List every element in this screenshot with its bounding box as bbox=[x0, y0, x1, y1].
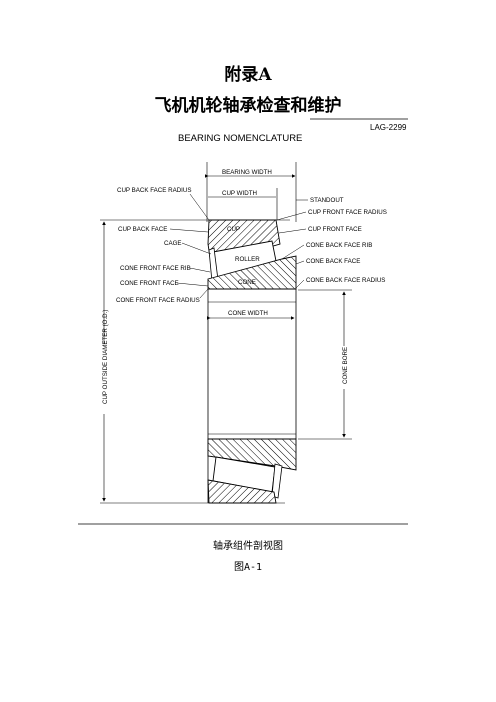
appendix-title: 附录A bbox=[224, 65, 272, 85]
lower-bearing-section bbox=[207, 438, 297, 504]
leader-cage bbox=[181, 242, 212, 255]
leader-cup-back-face-radius bbox=[189, 193, 210, 221]
leader-cup-front-face bbox=[278, 228, 307, 234]
document-title: 飞机机轮轴承检查和维护 bbox=[154, 96, 342, 116]
label-cup-outside-diameter: CUP OUTSIDE DIAMETER (O.D.) bbox=[102, 310, 109, 404]
leader-cup-back-face bbox=[169, 228, 209, 233]
leader-cone-back-face bbox=[295, 260, 305, 265]
label-cone-back-face: CONE BACK FACE bbox=[306, 258, 360, 265]
figure-heading: BEARING NOMENCLATURE bbox=[178, 133, 302, 144]
label-cup-front-face: CUP FRONT FACE bbox=[308, 226, 362, 233]
label-bearing-width: BEARING WIDTH bbox=[222, 169, 272, 176]
label-cone-front-face-rib: CONE FRONT FACE RIB bbox=[120, 265, 191, 272]
label-cup-back-face: CUP BACK FACE bbox=[118, 226, 167, 233]
label-cone-front-face-radius: CONE FRONT FACE RADIUS bbox=[116, 297, 200, 304]
upper-bearing-section: CUP ROLLER CONE bbox=[207, 219, 297, 290]
label-cone: CONE bbox=[238, 279, 256, 286]
cone-lower bbox=[207, 438, 297, 471]
label-cage: CAGE bbox=[164, 240, 182, 247]
label-cone-back-face-radius: CONE BACK FACE RADIUS bbox=[306, 277, 385, 284]
cage-lower bbox=[271, 463, 283, 499]
leader-cone-front-face-rib bbox=[189, 267, 211, 273]
label-roller: ROLLER bbox=[235, 256, 260, 263]
bearing-nomenclature-diagram: LAG-2299 BEARING NOMENCLATURE BEARING WI… bbox=[78, 118, 408, 525]
label-cup: CUP bbox=[227, 226, 240, 233]
leader-cone-front-face-radius bbox=[199, 288, 209, 299]
cup-lower bbox=[207, 479, 277, 504]
label-cone-bore: CONE BORE bbox=[342, 347, 349, 384]
label-cone-back-face-rib: CONE BACK FACE RIB bbox=[306, 242, 372, 249]
leader-cone-back-face-rib bbox=[281, 244, 305, 260]
label-cup-back-face-radius: CUP BACK FACE RADIUS bbox=[117, 187, 192, 194]
label-cone-front-face: CONE FRONT FACE bbox=[120, 280, 179, 287]
label-standout: STANDOUT bbox=[310, 197, 344, 204]
leader-cup-front-face-radius bbox=[276, 211, 307, 221]
figure-number: 图A-1 bbox=[233, 562, 263, 573]
leader-cone-front-face bbox=[176, 282, 209, 287]
figure-code: LAG-2299 bbox=[370, 123, 407, 132]
label-cup-width: CUP WIDTH bbox=[222, 190, 257, 197]
label-cup-front-face-radius: CUP FRONT FACE RADIUS bbox=[308, 209, 387, 216]
figure-caption: 轴承组件剖视图 bbox=[213, 541, 283, 552]
cone-upper bbox=[207, 255, 297, 290]
label-cone-width: CONE WIDTH bbox=[228, 310, 268, 317]
leader-cone-back-face-radius bbox=[295, 279, 305, 289]
